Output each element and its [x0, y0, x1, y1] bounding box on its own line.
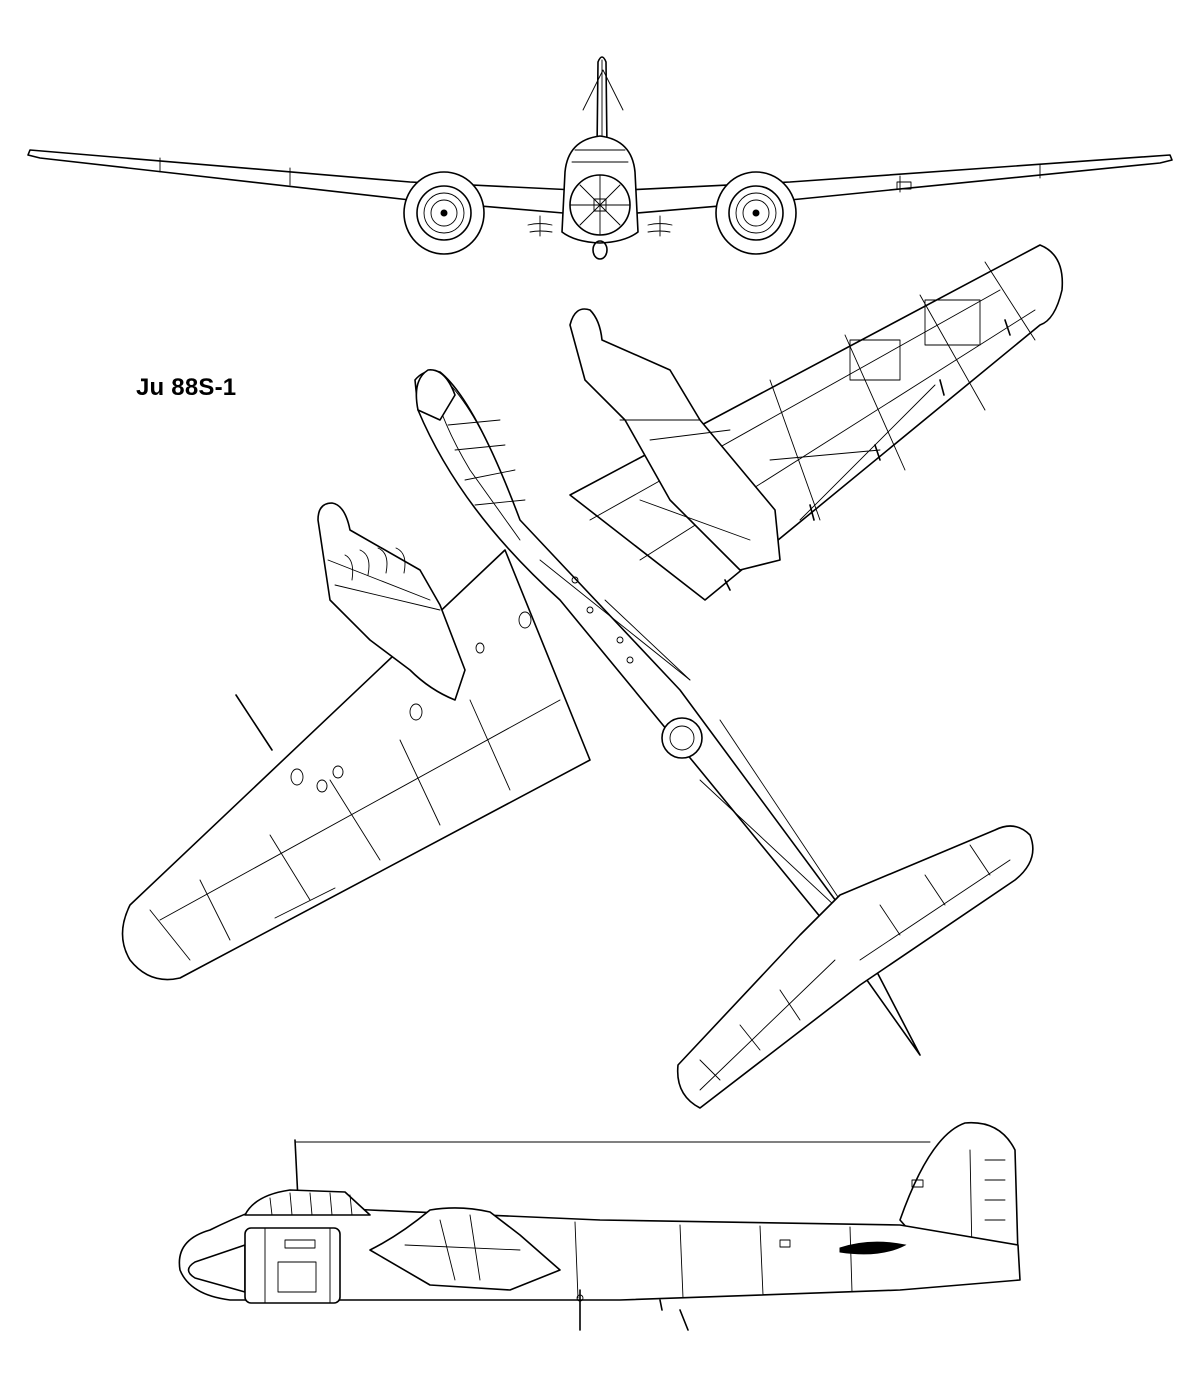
plan-view-nose-glazing — [415, 369, 456, 421]
side-view-marking — [839, 1241, 907, 1255]
plan-view-marking — [661, 717, 703, 759]
side-view — [178, 1121, 1021, 1331]
plan-view — [121, 244, 1064, 1109]
side-view-canopy — [244, 1189, 371, 1216]
plan-view-left-wing — [121, 549, 591, 981]
side-view-spinner — [187, 1244, 246, 1293]
plan-view-right-engine-nacelle — [569, 308, 781, 571]
front-view-left-wing — [27, 149, 576, 215]
aircraft-designation-label: Ju 88S-1 — [136, 374, 237, 401]
front-view-fin — [596, 56, 608, 151]
side-view-cupola — [369, 1207, 561, 1291]
front-view-right-wing — [624, 154, 1173, 215]
plan-view-left-engine-nacelle — [317, 502, 466, 701]
front-view — [27, 56, 1173, 260]
plan-view-tailplane — [676, 825, 1034, 1109]
